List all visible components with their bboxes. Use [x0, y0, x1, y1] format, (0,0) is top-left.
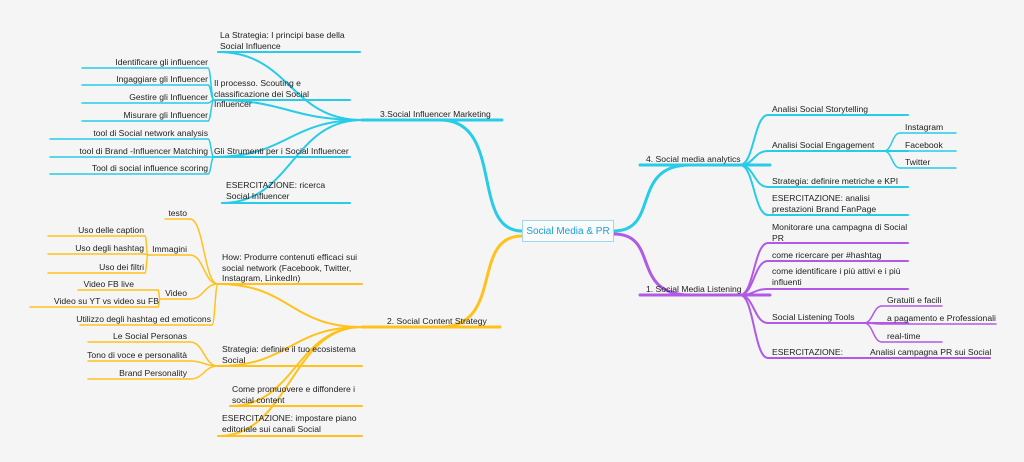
connector-content-testo: [189, 218, 219, 285]
listening-esercitazione[interactable]: ESERCITAZIONE:: [772, 347, 843, 357]
connector-content-strategia-item-1: [189, 360, 219, 367]
analytics-esercitazione[interactable]: ESERCITAZIONE: analisi prestazioni Brand…: [772, 193, 877, 214]
influencer-tool-matching[interactable]: tool di Brand -Influencer Matching: [79, 146, 209, 156]
connector-content-main: [438, 234, 524, 329]
connector-content-esercitazione: [217, 326, 363, 437]
content-video-fb-live[interactable]: Video FB live: [83, 279, 134, 289]
influencer-tool-sna[interactable]: tool di Social network analysis: [93, 128, 208, 138]
listening-analisi-campagna[interactable]: Analisi campagna PR sui Social: [870, 347, 992, 357]
content-video[interactable]: Video: [165, 288, 187, 298]
connector-listening-item-3: [739, 294, 769, 324]
connector-analytics-item-2: [739, 164, 769, 188]
content-how[interactable]: How: Produrre contenuti efficaci sui soc…: [222, 252, 358, 283]
connector-analytics-main: [612, 163, 692, 233]
analytics-facebook[interactable]: Facebook: [905, 140, 943, 150]
content-immagini[interactable]: Immagini: [152, 244, 187, 254]
connector-content-video: [189, 283, 219, 300]
influencer-identificare[interactable]: Identificare gli influencer: [115, 57, 208, 67]
analytics-engagement[interactable]: Analisi Social Engagement: [772, 140, 875, 150]
content-hashtag-emoticons[interactable]: Utilizzo degli hashtag ed emoticons: [76, 314, 211, 324]
connector-influencer-strumenti: [213, 119, 363, 158]
content-caption[interactable]: Uso delle caption: [78, 225, 144, 235]
influencer-esercitazione[interactable]: ESERCITAZIONE: ricerca Social Influencer: [226, 180, 326, 201]
content-brand-personality[interactable]: Brand Personality: [119, 368, 187, 378]
content-esercitazione[interactable]: ESERCITAZIONE: impostare piano editorial…: [222, 413, 357, 434]
listening-gratuiti[interactable]: Gratuiti e facili: [887, 295, 942, 305]
analytics-metriche[interactable]: Strategia: definire metriche e KPI: [772, 176, 899, 186]
influencer-tool-scoring[interactable]: Tool di social influence scoring: [91, 163, 208, 173]
content-video-yt-fb[interactable]: Video su YT vs video su FB: [53, 296, 159, 306]
connector-influencer-esercitazione: [221, 119, 363, 204]
connector-influencer-processo-item-3: [207, 99, 215, 122]
connector-content-strategia-item-2: [189, 365, 219, 380]
content-social-personas[interactable]: Le Social Personas: [112, 331, 187, 341]
connector-listening-tools-item-0: [863, 305, 883, 324]
branch-analytics-title[interactable]: 4. Social media analytics: [646, 154, 741, 164]
central-topic[interactable]: Social Media & PR: [522, 220, 614, 242]
content-hashtag[interactable]: Uso degli hashtag: [75, 243, 144, 253]
connector-content-strategia-item-0: [189, 341, 219, 367]
listening-hashtag[interactable]: come ricercare per #hashtag: [772, 250, 882, 260]
connector-listening-main: [612, 232, 692, 297]
connector-content-how: [217, 283, 363, 328]
content-filtri[interactable]: Uso dei filtri: [99, 262, 144, 272]
connector-analytics-engagement-item-0: [883, 132, 901, 152]
connector-influencer-strumenti-item-2: [207, 156, 215, 175]
connector-content-immagini-item-0: [144, 235, 149, 256]
branch-content-title[interactable]: 2. Social Content Strategy: [387, 316, 487, 326]
listening-tools[interactable]: Social Listening Tools: [772, 312, 855, 322]
influencer-strumenti[interactable]: Gli Strumenti per i Social Influencer: [214, 146, 349, 156]
connector-influencer-strategia: [217, 51, 363, 121]
branch-influencer-title[interactable]: 3.Social Influencer Marketing: [380, 109, 491, 119]
content-strategia[interactable]: Strategia: definire il tuo ecosistema So…: [222, 344, 356, 365]
connector-analytics-item-0: [739, 114, 769, 166]
content-tono-di-voce[interactable]: Tono di voce e personalità: [87, 350, 187, 360]
connector-analytics-engagement-item-2: [883, 150, 901, 169]
connector-listening-tools-item-2: [863, 322, 883, 343]
connector-content-immagini: [189, 254, 219, 285]
influencer-strategia[interactable]: La Strategia: I principi base della Soci…: [220, 30, 345, 51]
branch-listening-title[interactable]: 1. Social Media Listening: [646, 284, 742, 294]
influencer-misurare[interactable]: Misurare gli Influencer: [123, 110, 208, 120]
connector-listening-item-0: [739, 242, 769, 296]
connector-influencer-main: [438, 118, 524, 233]
analytics-storytelling[interactable]: Analisi Social Storytelling: [772, 104, 869, 114]
connector-content-immagini-item-2: [144, 254, 149, 274]
connector-content-hashtag-emoticons: [211, 283, 219, 326]
listening-monitorare[interactable]: Monitorare una campagna di Social PR: [772, 222, 908, 243]
content-testo[interactable]: testo: [168, 208, 187, 218]
content-promuovere[interactable]: Come promuovere e diffondere i social co…: [232, 384, 356, 405]
connector-analytics-item-3: [739, 164, 769, 216]
analytics-twitter[interactable]: Twitter: [905, 157, 931, 167]
connector-listening-item-4: [739, 294, 769, 359]
influencer-ingaggiare[interactable]: Ingaggiare gli Influencer: [116, 74, 208, 84]
influencer-processo[interactable]: Il processo. Scouting e classificazione …: [214, 78, 310, 109]
connector-content-strategia: [217, 326, 363, 367]
influencer-gestire[interactable]: Gestire gli Influencer: [129, 92, 208, 102]
listening-real-time[interactable]: real-time: [887, 331, 921, 341]
listening-identificare[interactable]: come identificare i più attivi e i più i…: [772, 266, 901, 287]
listening-pagamento[interactable]: a pagamento e Professionali: [887, 313, 996, 323]
analytics-instagram[interactable]: Instagram: [905, 122, 944, 132]
